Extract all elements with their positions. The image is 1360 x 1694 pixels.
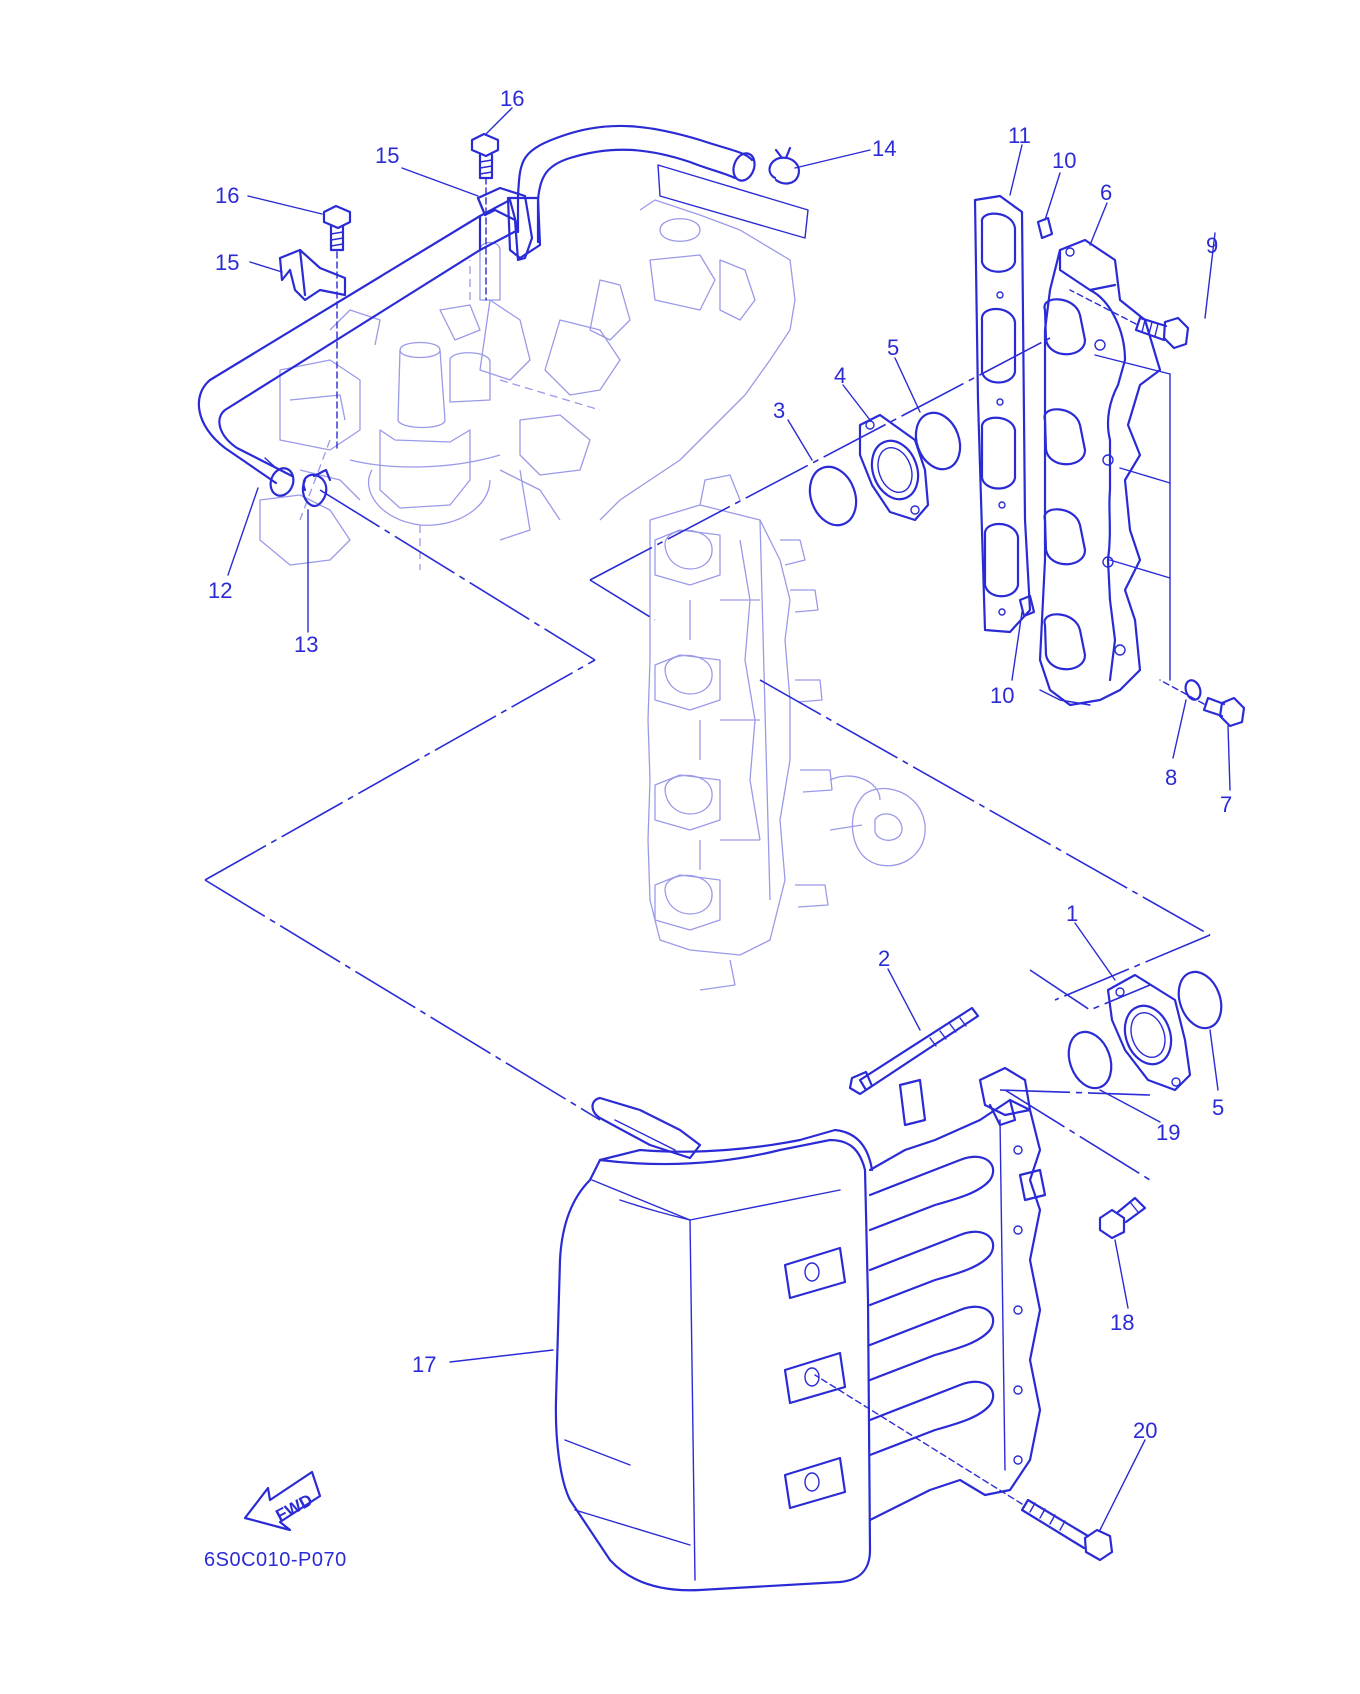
drawing-code: 6S0C010-P070: [204, 1549, 347, 1571]
outline-hose-line: [319, 489, 596, 661]
outline-upper-line: [589, 337, 1051, 581]
gasket-11: [973, 194, 1032, 634]
hose-clamp-14: [768, 146, 800, 185]
bolt-16-left: [322, 204, 352, 451]
callout-19: 19: [1156, 1120, 1180, 1145]
intake-manifold-6: [1038, 238, 1162, 707]
callout-16-left: 16: [215, 183, 239, 208]
callout-11: 11: [1008, 123, 1031, 148]
outline-right-end: [1054, 934, 1211, 1001]
callout-20: 20: [1133, 1418, 1157, 1443]
intake-silencer-17: [554, 1066, 1047, 1592]
outline-flange-line: [1029, 969, 1151, 1011]
callout-labels: 16 15 14 16 15 12 13 11 10 6 9 5 4 3 10 …: [208, 86, 1232, 1443]
callout-5-top: 5: [887, 335, 899, 360]
forward-direction-arrow: FWD: [243, 1470, 322, 1532]
bolt-7: [1159, 679, 1246, 728]
callout-10-bottom: 10: [990, 683, 1014, 708]
dowel-pin-10-top: [1036, 216, 1054, 240]
hose-clamp-13: [301, 468, 332, 508]
callout-13: 13: [294, 632, 318, 657]
callout-15-top: 15: [375, 143, 399, 168]
stud-bolt-2: [848, 1006, 980, 1096]
outline-bottom-diagonal: [204, 879, 601, 1121]
breather-outline: [657, 164, 809, 239]
callout-5-bottom: 5: [1212, 1095, 1224, 1120]
bolt-9: [1069, 289, 1190, 350]
engine-block-background: [259, 199, 796, 570]
callout-4: 4: [834, 363, 846, 388]
manifold-bracket-ties: [1109, 467, 1171, 579]
callout-9: 9: [1206, 233, 1218, 258]
o-ring-5-top: [914, 411, 962, 471]
o-ring-3: [808, 465, 858, 527]
callout-12: 12: [208, 578, 232, 603]
outline-bolt18-line: [1004, 1089, 1151, 1181]
callout-1: 1: [1066, 901, 1078, 926]
outline-left-diagonal: [204, 659, 596, 881]
bolt-20: [814, 1374, 1114, 1562]
joint-4: [858, 413, 930, 522]
callout-8: 8: [1165, 765, 1177, 790]
assembly-outline-lines: [204, 164, 1211, 1181]
breather-hose: [197, 124, 756, 497]
o-ring-5-bottom: [1177, 970, 1223, 1030]
callout-2: 2: [878, 946, 890, 971]
throttle-body-assembly: [647, 474, 926, 991]
hose-holder-15-top: [476, 186, 534, 262]
outline-right-line: [759, 679, 1211, 936]
joint-1: [1106, 973, 1192, 1092]
leader-lines: [227, 107, 1231, 1531]
callout-3: 3: [773, 398, 785, 423]
callout-10-top: 10: [1052, 148, 1076, 173]
washer-8: [1184, 679, 1202, 701]
callout-16-top: 16: [500, 86, 524, 111]
hose-holder-15-left: [278, 248, 347, 302]
outline-bolt18-top: [999, 1089, 1151, 1096]
bolt-16-top: [470, 132, 500, 301]
callout-18: 18: [1110, 1310, 1134, 1335]
o-ring-19: [1067, 1030, 1113, 1090]
outline-left-edge: [589, 579, 656, 621]
callout-17: 17: [412, 1352, 436, 1377]
callout-15-left: 15: [215, 250, 239, 275]
fwd-label: FWD: [273, 1490, 316, 1525]
bolt-18: [1098, 1196, 1147, 1240]
callout-6: 6: [1100, 180, 1112, 205]
callout-14: 14: [872, 136, 896, 161]
callout-7: 7: [1220, 792, 1232, 817]
dowel-pin-10-bottom: [1018, 594, 1036, 618]
